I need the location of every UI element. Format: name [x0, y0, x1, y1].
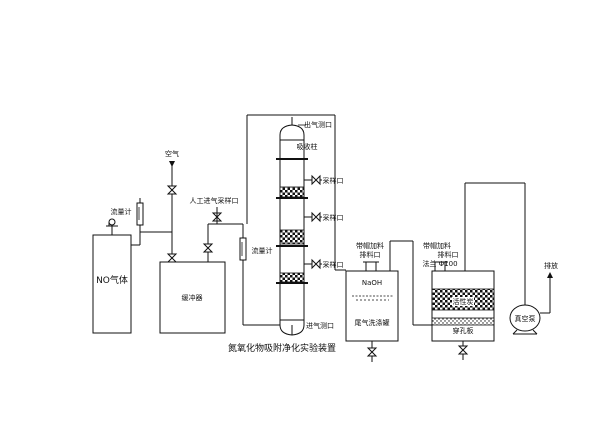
buffer-label: 缓冲器: [182, 293, 203, 302]
valve-icon-buffer-out: [202, 243, 214, 253]
valve-icon-air: [166, 185, 178, 195]
buffer-tank: 缓冲器: [159, 261, 226, 334]
no-gas-cylinder: NO气体: [92, 218, 132, 334]
flowmeter-mid: 流量计: [239, 237, 273, 261]
sample-port-3-label: 采样口: [323, 260, 344, 269]
scrubber-tank: NaOH 尾气洗涤罐: [345, 270, 399, 342]
vacuum-pump-label: 真空泵: [515, 314, 536, 323]
adsorbent-layer-1: [279, 186, 305, 198]
cap-port-2: 带帽加料 排料口: [423, 241, 459, 272]
carbon-tank: 活性炭 穿孔板: [431, 270, 495, 342]
activated-carbon-label: 活性炭: [453, 297, 474, 306]
naoh-label: NaOH: [362, 279, 382, 287]
flowmeter-mid-label: 流量计: [252, 246, 273, 255]
exhaust-label: 排放: [544, 261, 558, 270]
no-gas-label: NO气体: [96, 274, 128, 286]
manual-sample-label: 人工进气采样口: [190, 196, 239, 205]
air-label: 空气: [165, 149, 179, 158]
diagram-title: 氮氧化物吸附净化实验装置: [228, 342, 336, 354]
cap-port-2-label-1: 带帽加料: [423, 241, 451, 250]
cap-port-2-label-2: 排料口: [438, 250, 459, 259]
absorption-column: 吸收柱: [276, 117, 318, 336]
perforated-plate-label: 穿孔板: [453, 326, 474, 335]
vacuum-pump: 真空泵: [509, 304, 541, 335]
flowmeter-left-label: 流量计: [111, 207, 132, 216]
cap-port-1-label-1: 带帽加料: [356, 241, 384, 250]
cap-port-1: 带帽加料 排料口: [356, 241, 384, 272]
perforated-plate: [431, 317, 495, 326]
exhaust-arrow-icon: [547, 272, 553, 278]
valve-icon-scrubber-drain: [366, 347, 378, 357]
absorption-column-label: 吸收柱: [297, 142, 318, 151]
adsorbent-layer-2: [279, 229, 305, 245]
inlet-port-label: 进气测口: [306, 321, 334, 330]
scrubber-label: 尾气洗涤罐: [355, 318, 390, 327]
valve-icon-carbon-drain: [457, 345, 469, 355]
sample-port-2: 采样口: [304, 211, 344, 223]
sample-port-1-label: 采样口: [323, 176, 344, 185]
cap-port-1-label-2: 排料口: [360, 250, 381, 259]
sample-port-2-label: 采样口: [323, 213, 344, 222]
outlet-port-label: 出气测口: [304, 120, 332, 129]
sample-port-3: 采样口: [304, 258, 344, 270]
sample-port-1: 采样口: [304, 174, 344, 186]
flange-label: 法兰 Φ100: [422, 259, 457, 268]
adsorbent-layer-3: [279, 272, 305, 283]
valve-icon-buffer-in: [166, 253, 178, 263]
